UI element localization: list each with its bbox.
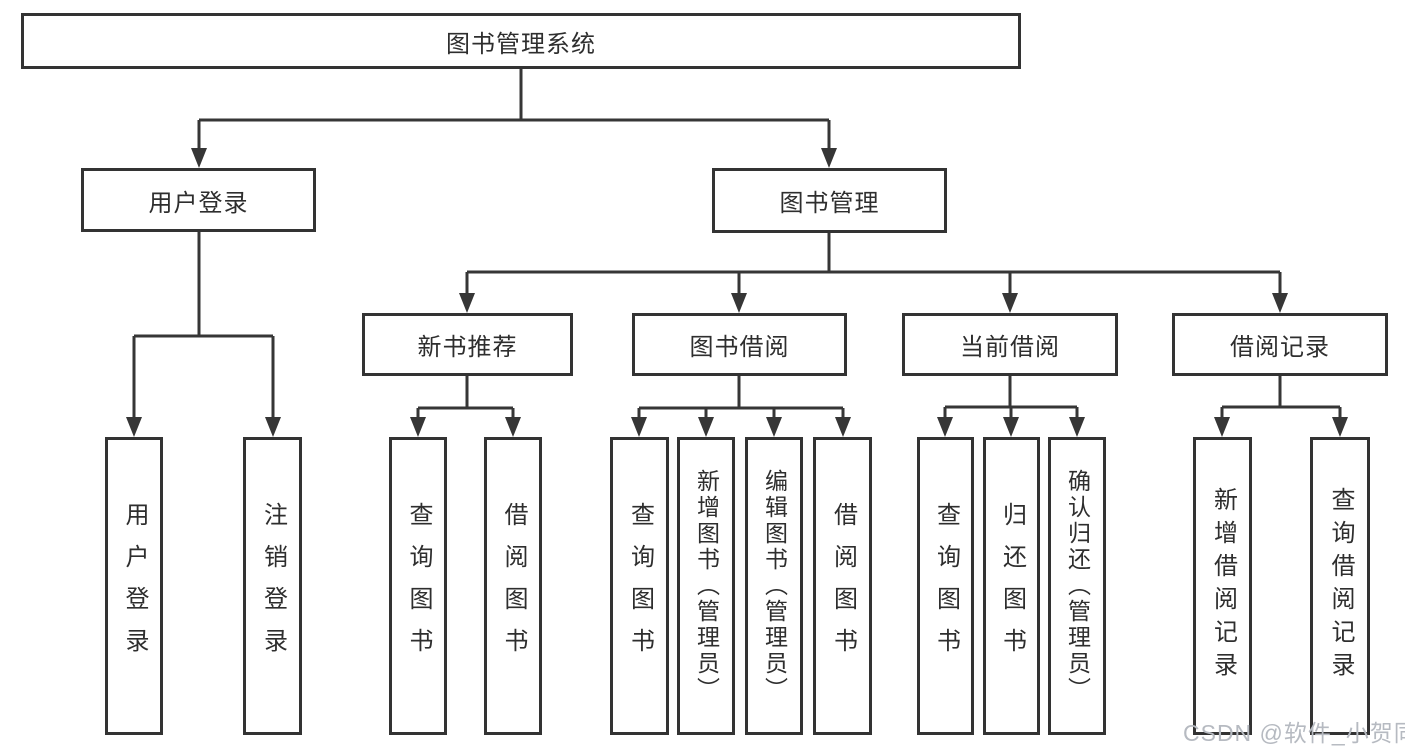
leaf-return-book: 归还图书 — [983, 437, 1040, 735]
node-borrowing-records: 借阅记录 — [1172, 313, 1388, 376]
node-current-borrowing: 当前借阅 — [902, 313, 1118, 376]
leaf-query-books-borrowing: 查询图书 — [610, 437, 669, 735]
node-label: 新增图书（管理员） — [693, 469, 720, 703]
node-label: 查询图书 — [626, 502, 654, 670]
node-label: 归还图书 — [998, 502, 1026, 670]
node-label: 查询借阅记录 — [1327, 487, 1354, 685]
node-label: 借阅图书 — [500, 502, 527, 670]
node-label: 借阅图书 — [829, 502, 857, 670]
node-book-management: 图书管理 — [712, 168, 947, 233]
leaf-user-login: 用户登录 — [105, 437, 163, 735]
leaf-borrow-books-borrowing: 借阅图书 — [813, 437, 872, 735]
leaf-add-borrow-record: 新增借阅记录 — [1193, 437, 1252, 735]
leaf-add-book-admin: 新增图书（管理员） — [677, 437, 735, 735]
node-label: 借阅记录 — [1230, 334, 1330, 361]
node-label: 图书借阅 — [689, 334, 790, 361]
leaf-logout: 注销登录 — [243, 437, 302, 735]
leaf-query-borrow-record: 查询借阅记录 — [1310, 437, 1370, 735]
watermark: CSDN @软件_小贺同学 — [1183, 720, 1405, 746]
node-library-management-system: 图书管理系统 — [21, 13, 1021, 69]
node-label: 新书推荐 — [417, 334, 518, 361]
node-label: 查询图书 — [932, 502, 960, 670]
leaf-query-books-current: 查询图书 — [917, 437, 974, 735]
node-label: 当前借阅 — [960, 334, 1060, 361]
node-label: 图书管理系统 — [446, 30, 596, 58]
node-new-book-recommendation: 新书推荐 — [362, 313, 573, 376]
node-label: 编辑图书（管理员） — [761, 469, 788, 703]
arrowheads — [126, 148, 1348, 437]
node-label: 图书管理 — [779, 190, 880, 217]
node-label: 注销登录 — [259, 502, 287, 670]
node-label: 查询图书 — [405, 502, 432, 670]
node-label: 用户登录 — [121, 502, 148, 670]
leaf-confirm-return-admin: 确认归还（管理员） — [1048, 437, 1106, 735]
leaf-edit-book-admin: 编辑图书（管理员） — [745, 437, 803, 735]
leaf-borrow-books-recommend: 借阅图书 — [484, 437, 542, 735]
leaf-query-books-recommend: 查询图书 — [389, 437, 447, 735]
node-label: 新增借阅记录 — [1209, 487, 1237, 685]
node-label: 确认归还（管理员） — [1064, 469, 1091, 703]
node-user-login: 用户登录 — [81, 168, 316, 232]
node-label: 用户登录 — [148, 189, 249, 217]
node-book-borrowing: 图书借阅 — [632, 313, 847, 376]
